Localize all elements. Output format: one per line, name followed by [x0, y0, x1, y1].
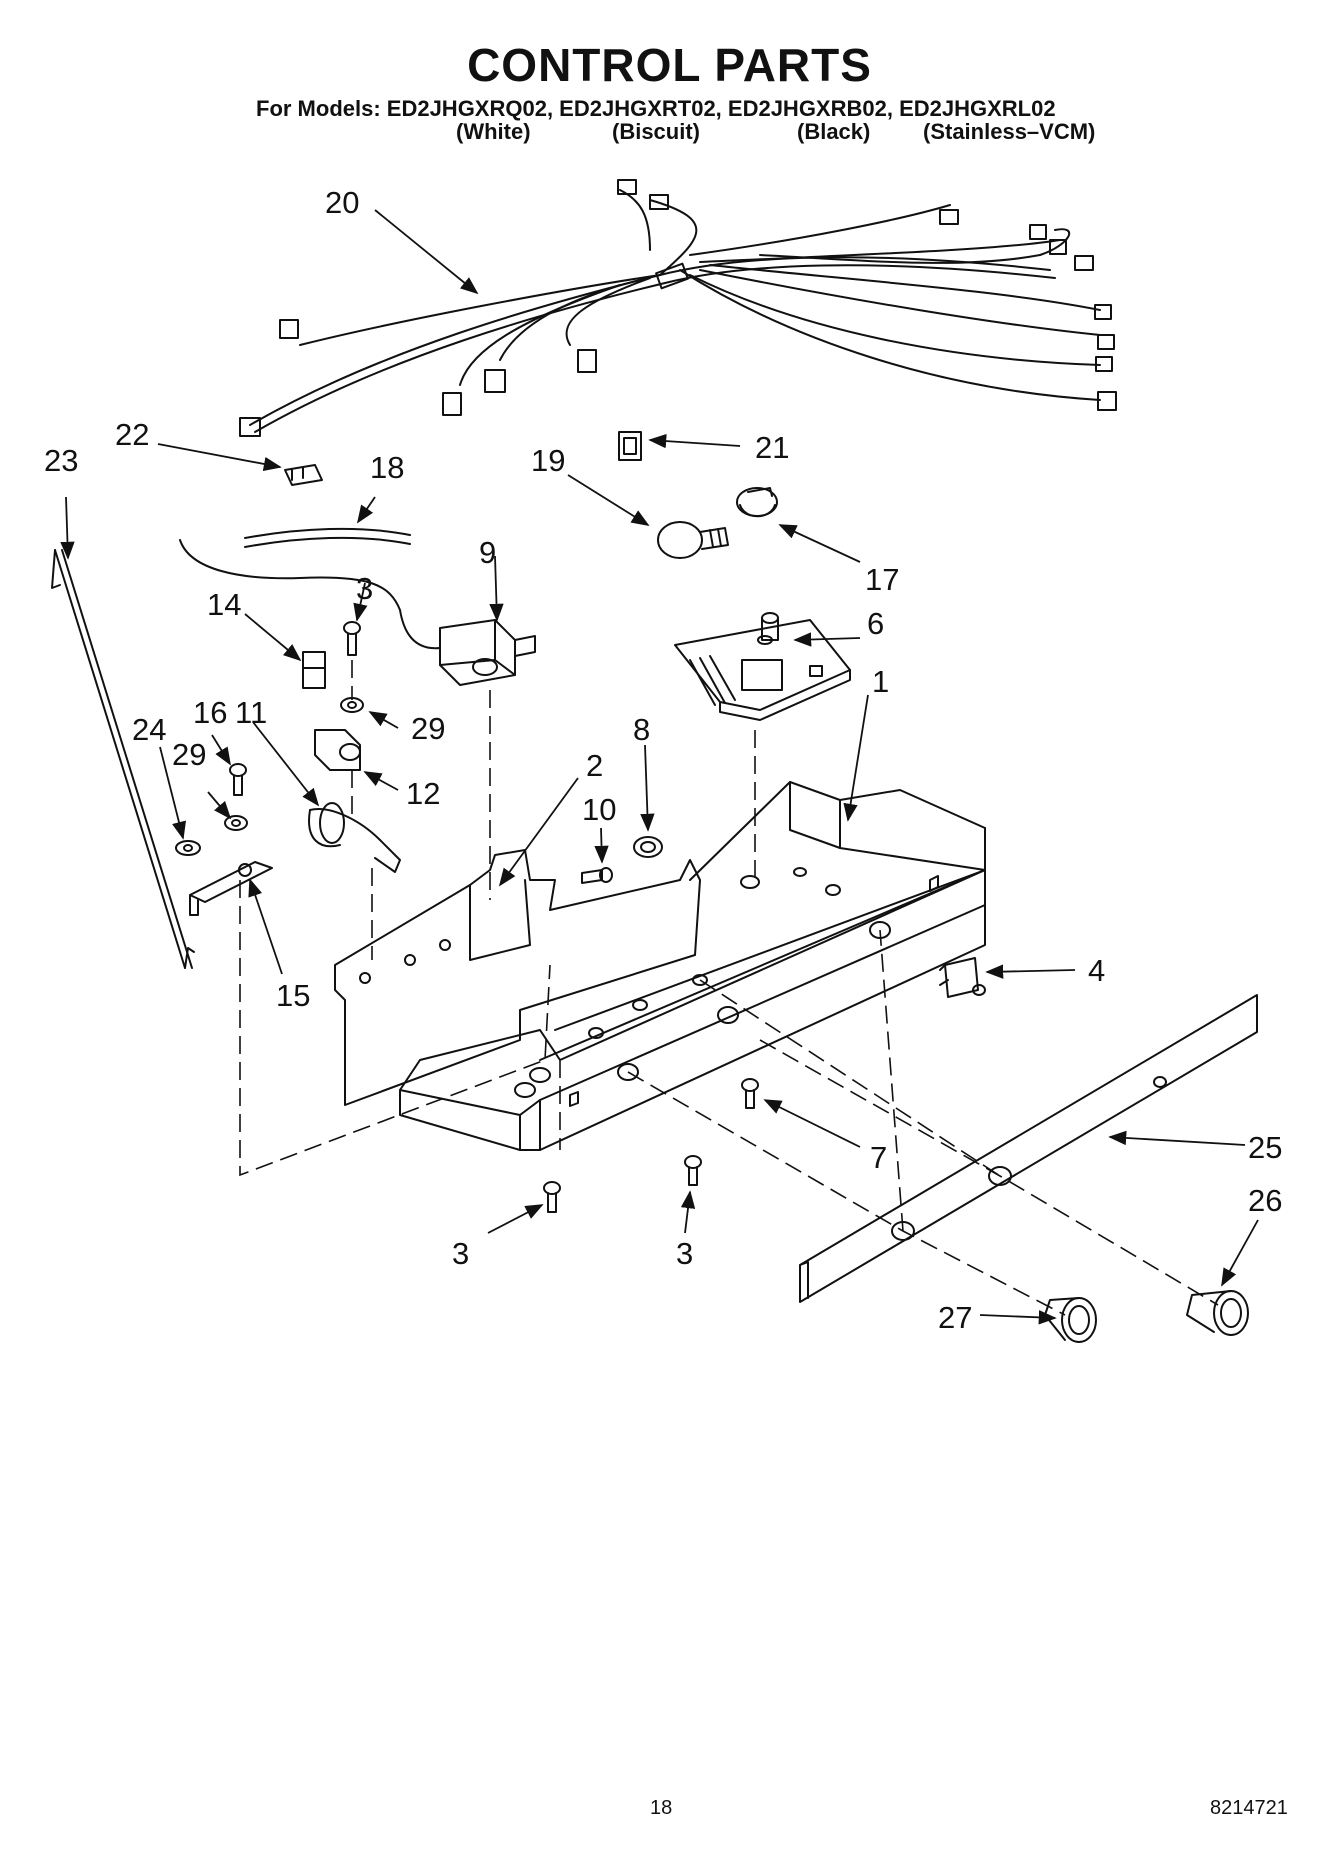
wire-harness	[239, 179, 1117, 437]
callout-22: 22	[115, 417, 149, 452]
switch-4	[939, 957, 986, 998]
screw-16	[229, 763, 247, 796]
clip-22	[284, 464, 323, 486]
document-number: 8214721	[1210, 1797, 1288, 1819]
callout-26: 26	[1248, 1183, 1282, 1218]
callout-1: 1	[872, 664, 889, 699]
lever-15	[189, 861, 273, 916]
callout-11: 11	[235, 695, 267, 730]
callout-4: 4	[1088, 953, 1105, 988]
callout-3-bottom: 3	[452, 1236, 469, 1271]
callout-14: 14	[207, 587, 241, 622]
variant-biscuit: (Biscuit)	[612, 119, 700, 144]
callout-7: 7	[870, 1140, 887, 1175]
bracket-12	[314, 729, 361, 771]
alignment-lines	[239, 660, 1219, 1316]
knob-shaft-11	[308, 802, 401, 873]
screw-3-middle	[684, 1155, 702, 1186]
screw-3-bottom	[543, 1181, 561, 1213]
callout-17: 17	[865, 562, 899, 597]
callout-18: 18	[370, 450, 404, 485]
callout-24: 24	[132, 712, 166, 747]
capillary-tube	[179, 539, 441, 650]
grommet-8	[633, 836, 663, 858]
page-number: 18	[650, 1797, 673, 1819]
leader-arrows	[60, 209, 1259, 1325]
callout-29-left: 29	[172, 737, 206, 772]
callout-15: 15	[276, 978, 310, 1013]
callout-29-right: 29	[411, 711, 445, 746]
callout-19: 19	[531, 443, 565, 478]
callout-27: 27	[938, 1300, 972, 1335]
light-bulb-19	[657, 521, 729, 559]
variant-stainless: (Stainless–VCM)	[923, 119, 1096, 144]
tube-18	[244, 527, 411, 548]
callout-3-top: 3	[356, 571, 373, 606]
models-line: For Models: ED2JHGXRQ02, ED2JHGXRT02, ED…	[256, 96, 1056, 121]
callout-6: 6	[867, 606, 884, 641]
screw-3-top	[343, 621, 361, 656]
bracket-14	[302, 651, 326, 689]
lamp-socket-17	[736, 487, 778, 518]
callout-2: 2	[586, 748, 603, 783]
callout-12: 12	[406, 776, 440, 811]
callout-labels: 20 22 23 18 21 19 17 9 3 14 6 1 29 24 16…	[44, 185, 1282, 1335]
callout-16: 16	[193, 695, 227, 730]
callout-21: 21	[755, 430, 789, 465]
washer-29-left	[224, 815, 248, 831]
variant-white: (White)	[456, 119, 531, 144]
washer-29-top	[340, 697, 364, 713]
trim-panel-25	[799, 994, 1258, 1303]
thermostat-control-9	[439, 619, 536, 686]
callout-20: 20	[325, 185, 359, 220]
callout-3-middle: 3	[676, 1236, 693, 1271]
mounting-bracket-2	[334, 849, 701, 1106]
callout-23: 23	[44, 443, 78, 478]
rod-23	[51, 549, 195, 969]
control-board-6	[674, 612, 851, 721]
screw-10	[581, 867, 613, 884]
knob-27	[1044, 1297, 1097, 1343]
callout-25: 25	[1248, 1130, 1282, 1165]
page-title: CONTROL PARTS	[467, 39, 872, 91]
control-housing-1	[399, 781, 986, 1151]
callout-10: 10	[582, 792, 616, 827]
screw-7	[741, 1078, 759, 1109]
variant-black: (Black)	[797, 119, 871, 144]
callout-8: 8	[633, 712, 650, 747]
clip-21	[618, 431, 642, 461]
knob-26	[1186, 1290, 1249, 1336]
washer-24	[175, 840, 201, 856]
callout-9: 9	[479, 535, 496, 570]
